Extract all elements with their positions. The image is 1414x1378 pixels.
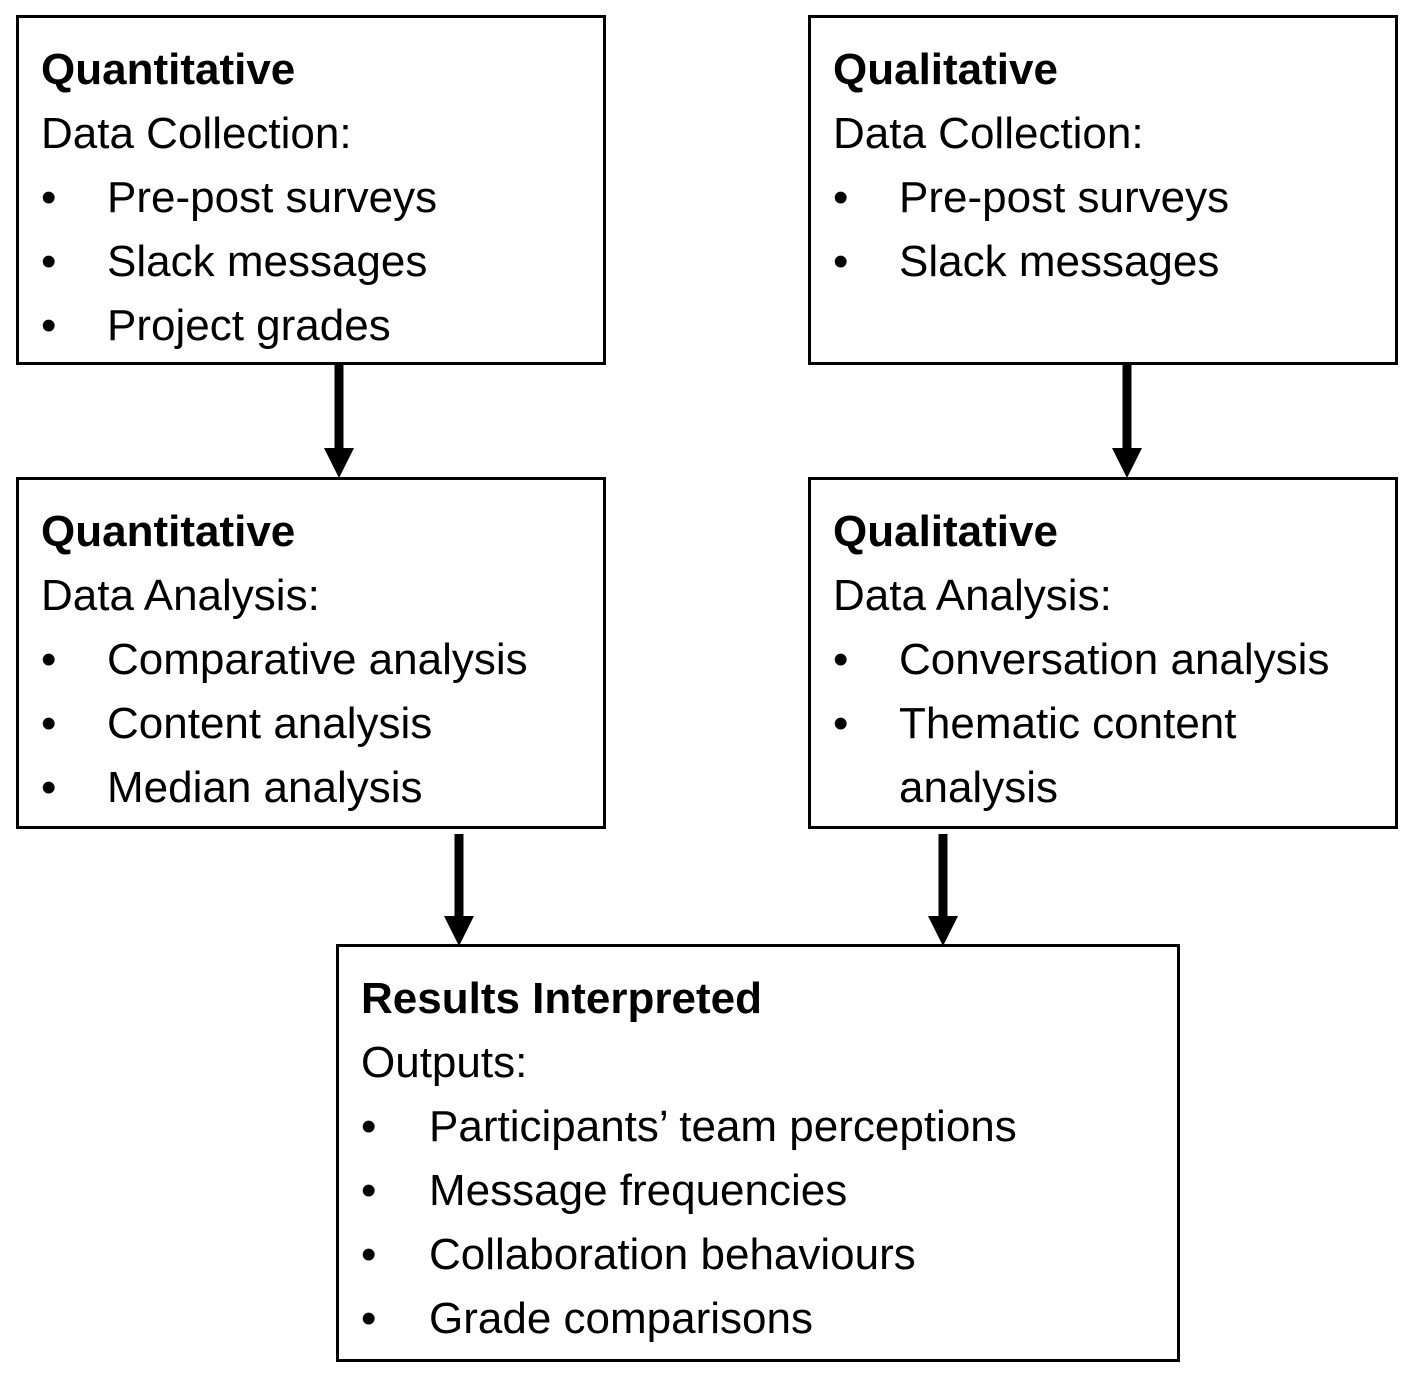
list-item-label: Message frequencies (429, 1166, 848, 1215)
bullet-icon: • (361, 1294, 377, 1343)
list-item: • Pre-post surveys (41, 166, 603, 230)
bullet-icon: • (361, 1102, 377, 1151)
list-item-label: Participants’ team perceptions (429, 1102, 1017, 1151)
bullet-icon: • (41, 173, 57, 222)
bullet-icon: • (41, 763, 57, 812)
list-item: • Pre-post surveys (833, 166, 1395, 230)
arrow-quant-collection-to-analysis (324, 364, 354, 478)
list-item-label: Conversation analysis (899, 635, 1330, 684)
arrow-qual-collection-to-analysis (1112, 364, 1142, 478)
list-item-label: Slack messages (107, 237, 428, 286)
box-title: Results Interpreted (361, 974, 762, 1023)
list-item-label: Thematic content analysis (899, 699, 1237, 812)
list-item-label: Comparative analysis (107, 635, 528, 684)
item-list: • Pre-post surveys • Slack messages (833, 166, 1395, 294)
box-subtitle: Data Analysis: (833, 571, 1112, 620)
bullet-icon: • (833, 173, 849, 222)
item-list: •Comparative analysis •Content analysis … (41, 628, 603, 820)
box-subtitle: Outputs: (361, 1038, 528, 1087)
bullet-icon: • (361, 1166, 377, 1215)
list-item: • Project grades (41, 294, 603, 358)
quantitative-analysis-box: Quantitative Data Analysis: • Comparative… (16, 477, 606, 829)
arrow-qual-analysis-to-results (928, 834, 958, 946)
bullet-icon: • (41, 699, 57, 748)
item-list: • Participants’ team perceptions • Message… (361, 1095, 1177, 1351)
box-title: Qualitative (833, 45, 1058, 94)
bullet-icon: • (41, 301, 57, 350)
box-title: Quantitative (41, 507, 296, 556)
list-item-label: Slack messages (899, 237, 1220, 286)
item-list: • Pre-post surveys • Slack messages • Proje… (41, 166, 603, 358)
list-item-label: Pre-post surveys (899, 173, 1230, 222)
list-item-label: Grade comparisons (429, 1294, 813, 1343)
list-item: • Conversation analysis (833, 628, 1363, 692)
qualitative-analysis-box: Qualitative Data Analysis: • Conversation… (808, 477, 1398, 829)
list-item-label: Median analysis (107, 763, 423, 812)
list-item: • Collaboration behaviours (361, 1223, 1177, 1287)
list-item: • Comparative analysis (41, 628, 603, 692)
bullet-icon: • (833, 635, 849, 684)
item-list: • Conversation analysis • Thematic content… (833, 628, 1363, 820)
list-item-label: Project grades (107, 301, 391, 350)
list-item: • Median analysis (41, 756, 603, 820)
box-title: Qualitative (833, 507, 1058, 556)
list-item: • Content analysis (41, 692, 603, 756)
list-item: • Participants’ team perceptions (361, 1095, 1177, 1159)
list-item: • Grade comparisons (361, 1287, 1177, 1351)
qualitative-collection-box: Qualitative Data Collection: • Pre-post s… (808, 15, 1398, 365)
box-subtitle: Data Analysis: (41, 571, 320, 620)
arrow-quant-analysis-to-results (444, 834, 474, 946)
list-item-label: Pre-post surveys (107, 173, 438, 222)
list-item: • Slack messages (41, 230, 603, 294)
results-interpreted-box: Results Interpreted Outputs: • Participan… (336, 944, 1180, 1362)
list-item: • Message frequencies (361, 1159, 1177, 1223)
bullet-icon: • (361, 1230, 377, 1279)
bullet-icon: • (41, 635, 57, 684)
bullet-icon: • (41, 237, 57, 286)
quantitative-collection-box: Quantitative Data Collection: • Pre-post … (16, 15, 606, 365)
list-item: • Slack messages (833, 230, 1395, 294)
box-subtitle: Data Collection: (833, 109, 1144, 158)
bullet-icon: • (833, 699, 849, 748)
list-item-label: Collaboration behaviours (429, 1230, 916, 1279)
bullet-icon: • (833, 237, 849, 286)
list-item-label: Content analysis (107, 699, 433, 748)
box-subtitle: Data Collection: (41, 109, 352, 158)
list-item: • Thematic content analysis (833, 692, 1299, 820)
box-title: Quantitative (41, 45, 296, 94)
